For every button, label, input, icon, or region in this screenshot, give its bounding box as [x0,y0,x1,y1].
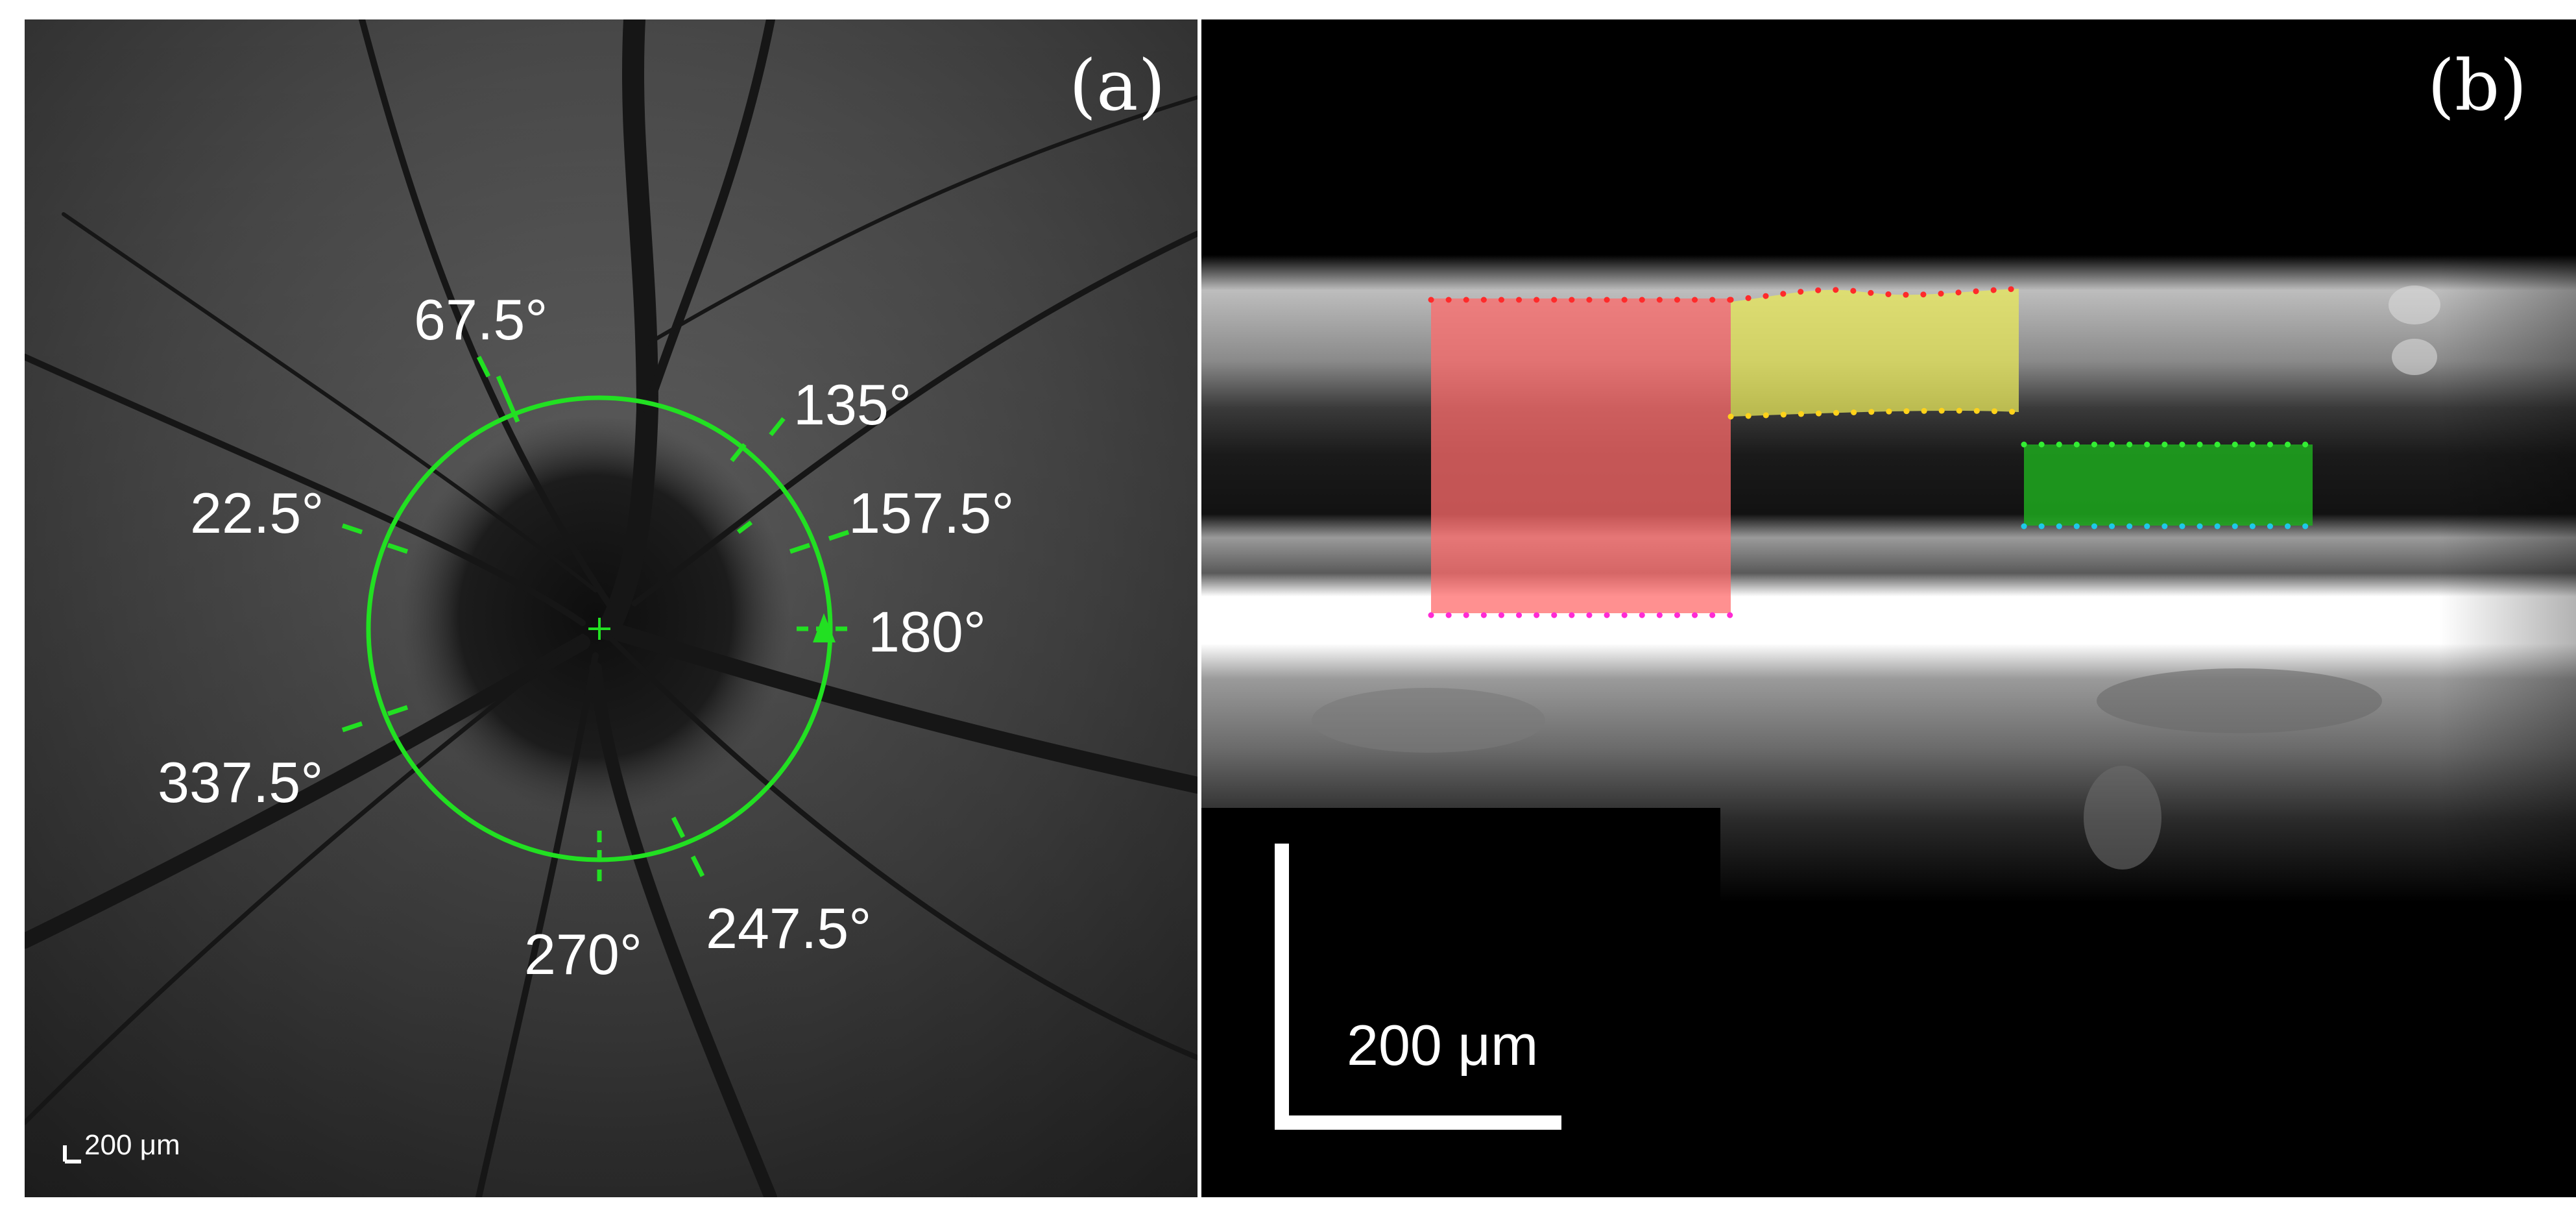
oct-texture [1312,286,2440,870]
scale-label: 200 μm [84,1129,180,1161]
scale-corner-icon [63,1145,81,1163]
yellow-region [1731,289,2019,417]
angle-label-180: 180° [868,600,987,664]
retinal-vessels [25,19,1198,1197]
oct-bscan-image [1201,19,2576,1197]
angle-label-135: 135° [793,372,912,437]
scale-label: 200 μm [1347,1013,1539,1077]
fundus-panel: 200 μm (a) 67.5° 135° 22.5° 157.5° 180° … [25,19,1198,1197]
angle-label-157-5: 157.5° [849,481,1015,545]
direction-arrow-icon [813,613,836,642]
angle-label-247-5: 247.5° [706,896,872,960]
angle-label-337-5: 337.5° [158,750,324,814]
oct-panel: 200 μm (b) [1201,19,2576,1197]
angle-label-22-5: 22.5° [190,481,324,545]
angle-label-270: 270° [524,922,643,986]
angle-label-67-5: 67.5° [414,287,548,352]
optic-disc [401,415,790,818]
scale-bar-icon [1275,844,1561,1130]
region-boundaries [1428,286,2316,618]
panel-label: (a) [1069,45,1166,127]
panel-label: (b) [2427,45,2527,127]
fundus-image [25,19,1198,1197]
green-region [2024,445,2313,526]
red-region [1431,298,1731,613]
